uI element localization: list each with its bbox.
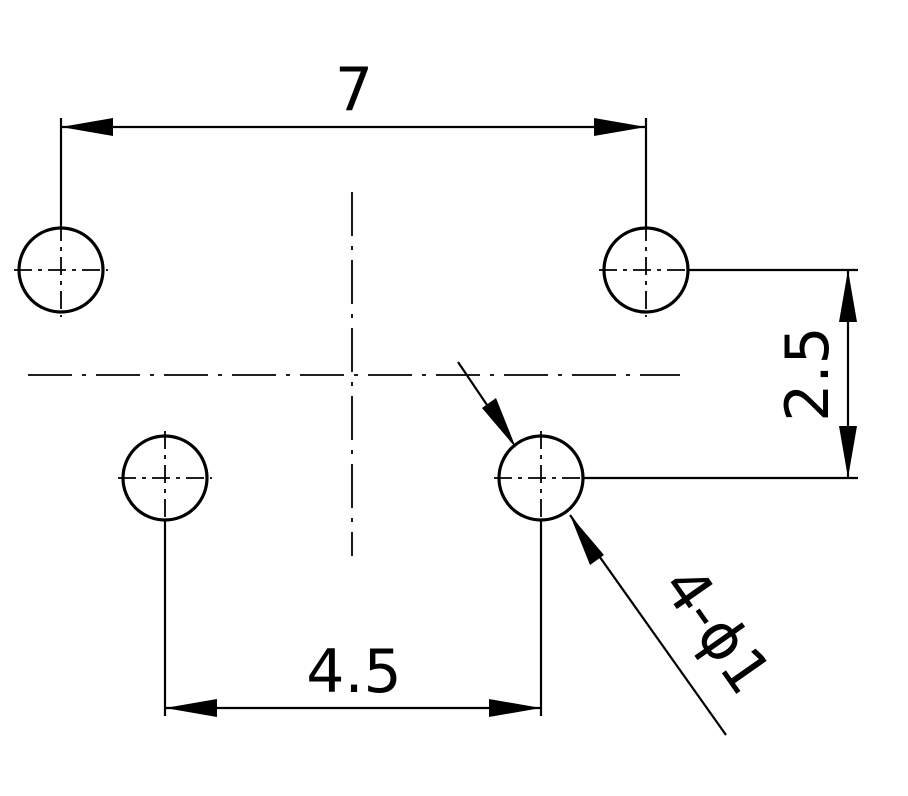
arrowhead	[570, 515, 604, 565]
arrowhead	[165, 699, 217, 717]
hole-top-right	[599, 223, 693, 317]
hole-bottom-left	[118, 431, 212, 525]
centerlines	[28, 192, 680, 556]
dimension-label-top: 7	[335, 55, 373, 125]
arrowhead	[839, 426, 857, 478]
hole-top-left	[14, 223, 108, 317]
dimension-label-bottom: 4.5	[306, 637, 401, 707]
hole-callout-label: 4-ϕ1	[648, 554, 784, 707]
dimension-bottom: 4.5	[163, 520, 543, 717]
arrowhead	[489, 699, 541, 717]
dimension-right: 2.5	[583, 268, 858, 480]
dimension-top: 7	[59, 55, 648, 228]
arrowhead	[482, 398, 516, 448]
arrowhead	[839, 270, 857, 322]
arrowhead	[61, 118, 113, 136]
dimension-label-right: 2.5	[773, 326, 843, 421]
arrowhead	[594, 118, 646, 136]
hole-bottom-right	[494, 431, 588, 525]
diameter-leader: 4-ϕ1	[457, 361, 785, 736]
